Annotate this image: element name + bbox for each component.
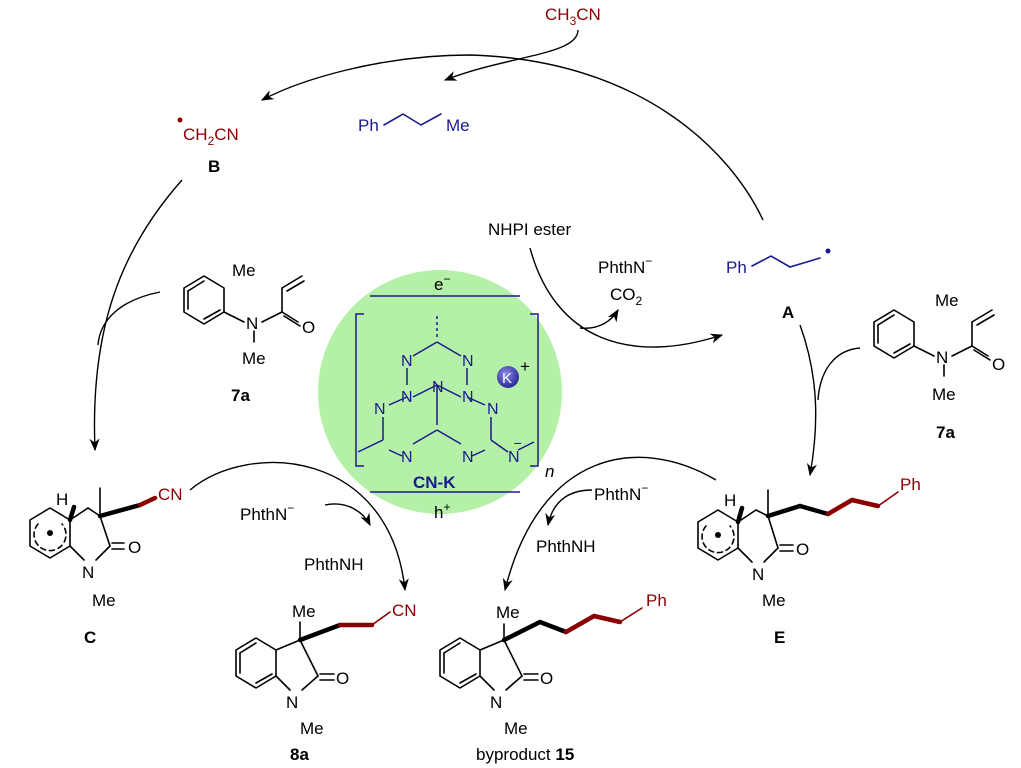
hole-label: h+	[434, 500, 450, 522]
ch2cn-label: CH2CN	[183, 125, 239, 148]
radical-dot-C	[47, 530, 53, 536]
propylbenzene-me: Me	[446, 116, 470, 135]
arrow-7a-joins-left	[97, 291, 161, 346]
label-C: C	[84, 628, 96, 647]
E-n: N	[752, 565, 764, 584]
arrow-B-to-C	[89, 179, 183, 452]
label-7a-left: 7a	[231, 386, 250, 405]
label-E: E	[774, 628, 785, 647]
label-byproduct-15: byproduct 15	[476, 745, 574, 764]
n-atom-8: N	[401, 449, 413, 466]
7a-left-n: N	[246, 314, 258, 333]
phthnh-label-left: PhthNH	[304, 555, 364, 574]
E-me: Me	[762, 591, 786, 610]
n-atom-3: N	[432, 379, 444, 396]
E-o: O	[796, 540, 809, 559]
electron-label: e−	[434, 272, 450, 294]
arrow-phthn-protonation-right	[545, 489, 593, 527]
8a-me-bottom: Me	[300, 719, 324, 738]
7a-left-me: Me	[232, 261, 256, 280]
arrow-A-to-E	[799, 324, 817, 477]
substrate-7a-left: Me N O Me 7a	[183, 261, 315, 405]
C-me: Me	[92, 591, 116, 610]
15-me-top: Me	[496, 603, 520, 622]
radical-B: CH2CN B	[177, 117, 239, 176]
radical-dot-E	[715, 532, 721, 538]
byproduct-15: Me Ph O N Me byproduct 15	[439, 591, 667, 764]
arrow-nhpi-to-A	[529, 247, 724, 348]
arrow-acetonitrile-in	[443, 29, 579, 81]
8a-me-top: Me	[292, 602, 316, 621]
n-anion-atom: N−	[508, 435, 522, 466]
8a-cn: CN	[392, 601, 417, 620]
E-h: H	[724, 491, 736, 510]
15-o: O	[540, 669, 553, 688]
n-atom-6: N	[374, 401, 386, 418]
C-o: O	[128, 538, 141, 557]
label-A: A	[782, 303, 794, 322]
substrate-7a-right: Me N O Me 7a	[873, 291, 1005, 442]
15-me-bottom: Me	[504, 719, 528, 738]
C-n: N	[82, 563, 94, 582]
propylbenzene: Ph Me	[358, 113, 470, 135]
arrow-release-phthn-co2	[579, 308, 619, 329]
phthnh-label-right: PhthNH	[536, 537, 596, 556]
potassium-sphere	[497, 366, 519, 388]
potassium-label: K	[502, 370, 512, 387]
radical-A-ph: Ph	[726, 258, 747, 277]
label-8a: 8a	[290, 745, 309, 764]
7a-left-nme: Me	[242, 349, 266, 368]
label-B: B	[208, 157, 220, 176]
15-ph: Ph	[646, 591, 667, 610]
arrow-hat-A-to-B	[260, 54, 764, 221]
7a-right-nme: Me	[932, 385, 956, 404]
product-8a: Me CN O N Me 8a	[235, 601, 417, 764]
acetonitrile-label: CH3CN	[545, 5, 601, 28]
15-n: N	[490, 693, 502, 712]
7a-right-n: N	[936, 348, 948, 367]
arrow-E-to-byproduct	[502, 456, 717, 592]
radical-dot-A	[825, 248, 831, 254]
cn-k-catalyst: e− h+ n N N	[318, 270, 562, 522]
phthn-label-right: PhthN−	[594, 481, 648, 504]
catalyst-name: CN-K	[413, 473, 456, 492]
n-atom-5: N	[462, 389, 474, 406]
n-atom-7: N	[487, 401, 499, 418]
C-cn: CN	[158, 485, 183, 504]
7a-right-o: O	[992, 355, 1005, 374]
intermediate-C: H CN O N Me C	[29, 485, 183, 647]
polymer-n-label: n	[545, 462, 554, 481]
intermediate-E: H Ph O N Me E	[697, 475, 921, 647]
n-atom-9: N	[462, 449, 474, 466]
catalyst-circle	[318, 270, 562, 514]
phthn-label-left: PhthN−	[240, 501, 294, 524]
arrow-phthn-protonation-left	[324, 503, 371, 527]
phthn-label-top: PhthN−	[598, 254, 652, 277]
propylbenzene-ph: Ph	[358, 116, 379, 135]
nhpi-ester-label: NHPI ester	[488, 220, 571, 239]
n-atom-2: N	[462, 353, 474, 370]
8a-o: O	[336, 669, 349, 688]
7a-left-o: O	[302, 318, 315, 337]
arrow-7a-joins-right	[817, 347, 861, 401]
n-atom-4: N	[401, 389, 413, 406]
label-7a-right: 7a	[936, 423, 955, 442]
radical-A: Ph A	[726, 248, 831, 322]
arrow-C-to-8a	[189, 461, 409, 592]
co2-label: CO2	[610, 285, 643, 308]
n-atom-1: N	[401, 353, 413, 370]
radical-dot-B	[177, 117, 183, 123]
heptazine-core	[357, 316, 535, 457]
C-h: H	[56, 490, 68, 509]
potassium-charge: +	[520, 357, 530, 376]
7a-right-me: Me	[935, 291, 959, 310]
8a-n: N	[286, 693, 298, 712]
E-ph: Ph	[900, 475, 921, 494]
